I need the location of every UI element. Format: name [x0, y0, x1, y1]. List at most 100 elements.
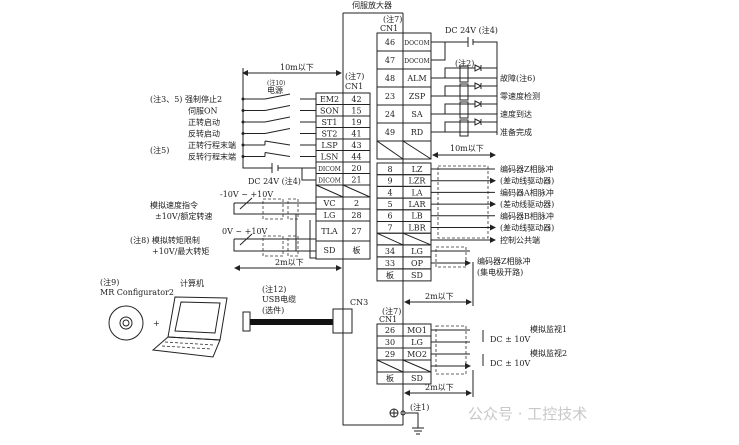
monitor-label-1: 模拟监视1 [530, 324, 567, 334]
output-label: 故障(注6) [500, 73, 535, 83]
monitor-dc-2: DC ± 10V [490, 359, 531, 368]
cn3-connector [332, 308, 353, 334]
pin-28: 28 [351, 211, 361, 220]
speed-range: -10V ~ +10V [220, 190, 273, 199]
pin-5: 5 [387, 200, 392, 209]
signal-la: LA [411, 188, 422, 197]
software-name: MR Configurator2 [100, 288, 174, 297]
switch-icon [243, 93, 316, 100]
note2: (注2) [455, 58, 474, 68]
pin-30: 30 [385, 338, 395, 347]
relay-icon [459, 65, 469, 83]
amplifier-title: 伺服放大器 [352, 0, 392, 10]
signal-lsp: LSP [321, 141, 338, 150]
pin-19: 19 [351, 118, 361, 127]
monitor-wires [431, 329, 470, 366]
signal-mo2: MO2 [407, 350, 427, 359]
input-label: 正转启动 [188, 117, 220, 127]
pin-2: 2 [354, 199, 359, 208]
signal-sd: SD [324, 246, 336, 255]
pin-41: 41 [351, 129, 361, 138]
pin-48: 48 [385, 74, 395, 83]
speed-label-2: ±10V/额定转速 [155, 211, 212, 221]
pin-7: 7 [387, 223, 392, 232]
dc24v-battery-right [431, 37, 498, 135]
switch-icon [243, 152, 316, 157]
cn1-label-left: CN1 [345, 82, 363, 91]
switch-icon [243, 105, 316, 111]
encoder-label-sub: (差动线驱动器) [500, 199, 554, 209]
pin-24: 24 [385, 110, 395, 119]
switch-icon [243, 128, 316, 134]
watermark: 公众号 · 工控技术 [468, 405, 587, 423]
signal-lg: LG [411, 338, 423, 347]
usb-cable-label: USB电缆 [262, 294, 296, 304]
pin-20: 20 [351, 164, 361, 173]
cn1-note-top: (注7) [383, 14, 402, 24]
encoder-wire [431, 168, 495, 181]
pin-23: 23 [385, 92, 395, 101]
signal-vc: VC [323, 199, 336, 208]
pin-板: 板 [386, 270, 394, 280]
input-label: 伺服ON [188, 106, 218, 116]
signal-lar: LAR [408, 200, 426, 209]
signal-lg: LG [324, 211, 336, 220]
switch-icon [243, 140, 316, 146]
signal-lsn: LSN [321, 152, 339, 161]
cn1-label-bottom: CN1 [379, 315, 397, 324]
encoder-label: 编码器Z相脉冲 [500, 164, 554, 174]
pin-21: 21 [351, 175, 361, 184]
encoder-label-sub: (差动线驱动器) [500, 176, 554, 186]
pin-板: 板 [353, 245, 361, 255]
oc-label-1: 编码器Z相脉冲 [477, 256, 531, 266]
output-label: 零速度检测 [500, 91, 540, 101]
encoder-wiring: 编码器Z相脉冲(差动线驱动器)编码器A相脉冲(差动线驱动器)编码器B相脉冲(差动… [431, 164, 554, 233]
pin-4: 4 [387, 188, 392, 197]
length-left-10m: 10m以下 [280, 63, 314, 72]
signal-dicom: DICOM [318, 166, 341, 173]
plus-sign: + [153, 319, 160, 328]
diode-icon [474, 100, 483, 108]
pin-43: 43 [351, 141, 361, 150]
signal-rd: RD [411, 128, 423, 137]
pin-9: 9 [387, 177, 392, 186]
pin-8: 8 [387, 165, 392, 174]
pin-42: 42 [351, 95, 361, 104]
oc-label-2: (集电极开路) [477, 267, 523, 277]
diode-icon [474, 64, 483, 72]
output-wire [431, 85, 497, 97]
length-right-10m: 10m以下 [450, 144, 484, 153]
signal-st1: ST1 [322, 118, 338, 127]
signal-lg: LG [411, 247, 423, 256]
relay-icon [459, 83, 469, 101]
usb-option-label: (选件) [262, 305, 284, 315]
speed-label-1: 模拟速度指令 [150, 200, 198, 210]
output-label: 准备完成 [500, 127, 532, 137]
pin-47: 47 [385, 56, 395, 65]
signal-sd: SD [411, 271, 423, 280]
cn1-note-bottom: (注7) [382, 306, 401, 316]
computer-label: 计算机 [180, 278, 204, 288]
encoder-label: 编码器B相脉冲 [500, 211, 554, 221]
torque-range: 0V ~ +10V [222, 227, 268, 236]
note5: (注5) [150, 145, 169, 155]
signal-lzr: LZR [409, 177, 427, 186]
cn1-label-top: CN1 [380, 24, 398, 33]
diode-icon [474, 118, 483, 126]
relay-icon [459, 101, 469, 119]
monitor-label-2: 模拟监视2 [530, 348, 567, 358]
output-label: 速度到达 [500, 109, 532, 119]
note9: (注9) [100, 277, 119, 287]
signal-st2: ST2 [322, 129, 338, 138]
signal-alm: ALM [406, 74, 426, 83]
encoder-wire [431, 215, 495, 228]
pin-34: 34 [385, 247, 395, 256]
output-wire [431, 67, 497, 79]
pin-15: 15 [351, 106, 361, 115]
signal-zsp: ZSP [409, 92, 426, 101]
pin-27: 27 [351, 227, 361, 236]
cd-icon [108, 305, 144, 341]
signal-lz: LZ [412, 165, 423, 174]
pin-44: 44 [351, 152, 361, 161]
